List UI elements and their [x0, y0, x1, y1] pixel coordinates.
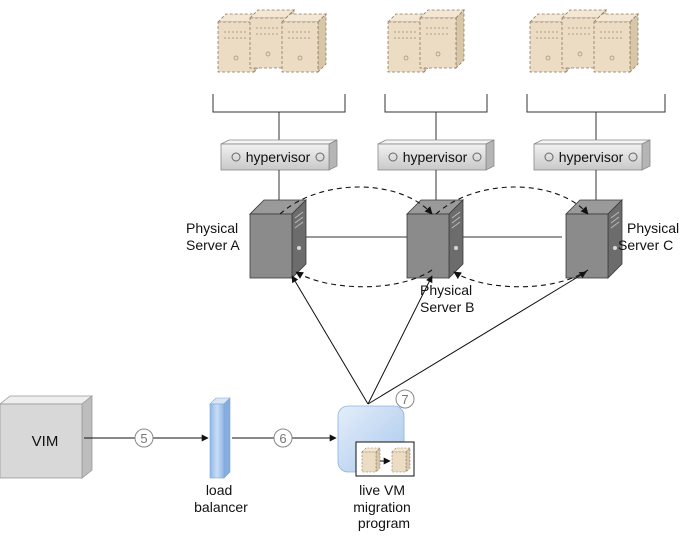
bracket-b: [384, 94, 488, 113]
step-5-circle: [134, 428, 154, 448]
server-c-label: Physical Server C: [618, 220, 683, 253]
hypervisor-server-links: [278, 170, 597, 200]
step-5: 5: [134, 428, 154, 448]
vm-brackets: [212, 94, 666, 142]
step-7-number: 7: [401, 392, 408, 407]
migration-program-label-line3: program: [358, 515, 410, 531]
step-7-circle: [395, 389, 415, 409]
hypervisor-knob-icon: [315, 152, 325, 162]
arrow-to-server-c: [367, 271, 587, 405]
server-a-label: Physical Server A: [186, 220, 242, 253]
step-6-circle: [273, 428, 293, 448]
hypervisor-knob-icon: [388, 152, 398, 162]
migration-program: [337, 405, 415, 477]
server-a-label-line2: Server A: [186, 237, 240, 253]
server-b-label: Physical Server B: [420, 282, 476, 315]
hypervisor-a: hypervisor: [220, 139, 338, 171]
migration-program-label-line1: live VM: [359, 482, 405, 498]
vm-group-c: [529, 9, 639, 73]
vim-label: VIM: [32, 433, 59, 450]
hypervisor-knob-icon: [472, 152, 482, 162]
migration-source-vm-icon: [361, 447, 381, 473]
hypervisor-label: hypervisor: [559, 149, 624, 165]
program-to-server-arrows: [291, 271, 587, 405]
migration-target-vm-icon: [391, 447, 411, 473]
arc-a-to-b: [279, 186, 433, 215]
hypervisor-label: hypervisor: [403, 149, 468, 165]
vm-cube: [281, 13, 327, 73]
arc-b-to-a: [295, 269, 433, 288]
hypervisor-knob-icon: [544, 152, 554, 162]
migration-program-label: live VM migration program: [353, 482, 414, 531]
vm-group-b: [387, 9, 465, 73]
server-c-icon: [565, 199, 623, 279]
vm-group-a: [217, 9, 327, 73]
load-balancer: [209, 397, 231, 479]
server-c-label-line2: Server C: [618, 237, 673, 253]
hypervisor-knob-icon: [231, 152, 241, 162]
load-balancer-label-line2: balancer: [194, 499, 248, 515]
bracket-a: [212, 94, 346, 113]
arrow-to-server-b: [367, 275, 433, 405]
hypervisor-knob-icon: [628, 152, 638, 162]
step-5-number: 5: [140, 431, 147, 446]
server-b-icon: [406, 199, 464, 279]
server-c-label-line1: Physical: [627, 220, 679, 236]
migration-program-label-line2: migration: [353, 499, 411, 515]
hypervisor-label: hypervisor: [246, 149, 311, 165]
load-balancer-label: load balancer: [194, 482, 248, 515]
load-balancer-label-line1: load: [206, 482, 232, 498]
vim-box: VIM: [0, 395, 94, 479]
migration-arcs: [279, 186, 589, 288]
server-a-icon: [249, 199, 307, 279]
server-b-label-line1: Physical: [420, 282, 472, 298]
step-6-number: 6: [279, 431, 286, 446]
arrow-to-server-a: [291, 275, 369, 405]
hypervisor-c: hypervisor: [533, 139, 651, 171]
server-b-label-line2: Server B: [420, 299, 474, 315]
server-a-label-line1: Physical: [186, 220, 238, 236]
step-7: 7: [395, 389, 415, 409]
vm-cube: [593, 13, 639, 73]
bracket-c: [526, 94, 666, 113]
arc-b-to-c: [435, 186, 589, 215]
vm-cube: [419, 9, 465, 69]
step-6: 6: [273, 428, 293, 448]
hypervisor-b: hypervisor: [377, 139, 495, 171]
